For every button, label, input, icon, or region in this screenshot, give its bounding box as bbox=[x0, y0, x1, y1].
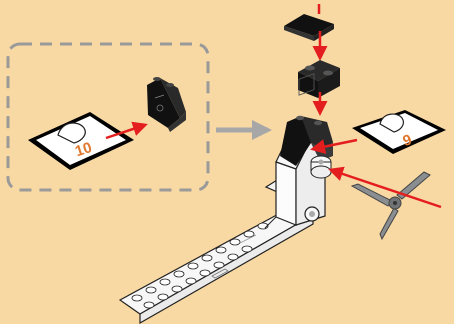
white-long-plate-icon bbox=[120, 205, 313, 323]
main-step-tile-icon: 9 bbox=[352, 110, 446, 154]
black-flat-tile-icon bbox=[284, 14, 334, 41]
sub-step-tile-icon: 10 bbox=[28, 112, 134, 170]
black-slope-printed-icon bbox=[147, 77, 186, 132]
white-connector-icon bbox=[311, 156, 331, 178]
